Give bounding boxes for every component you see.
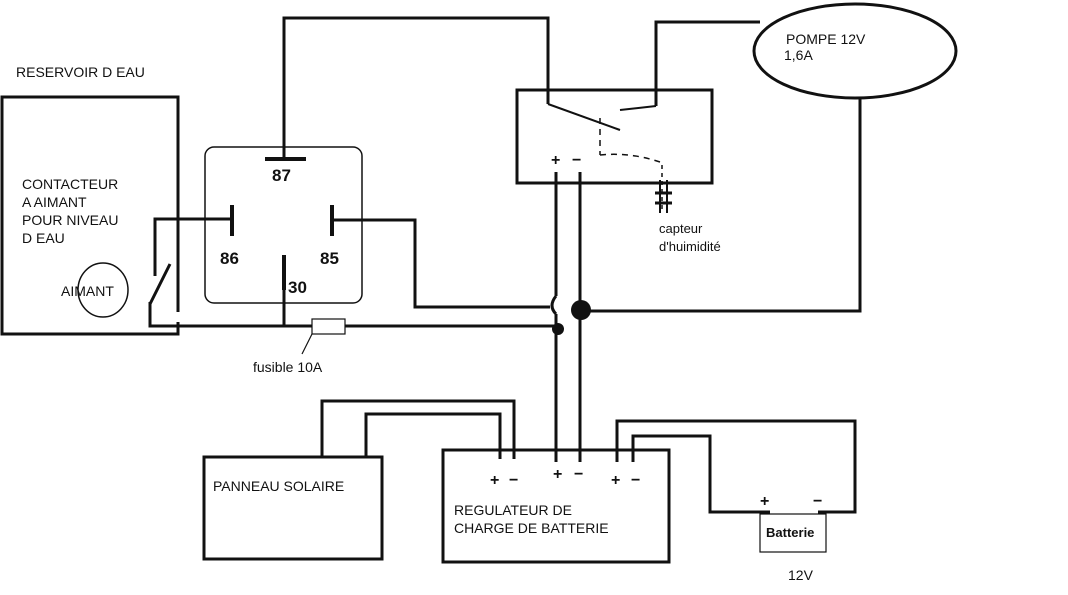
regulator-battery-minus: − <box>631 472 640 489</box>
bus-junctions <box>552 300 591 335</box>
pump-label-1: POMPE 12V <box>786 31 866 47</box>
contactor-label-3: POUR NIVEAU <box>22 212 118 228</box>
battery-minus-sign: − <box>813 493 822 510</box>
solar-panel <box>202 455 384 561</box>
reservoir-label: RESERVOIR D EAU <box>16 64 145 80</box>
relay-pin-87: 87 <box>272 166 291 185</box>
wire-85-to-bus <box>332 218 550 309</box>
switch-plus-sign: + <box>551 152 560 169</box>
fuse-10a <box>301 318 346 355</box>
relay-pin-30: 30 <box>288 278 307 297</box>
battery <box>759 513 827 553</box>
regulator-label-2: CHARGE DE BATTERIE <box>454 520 609 536</box>
switch-contact <box>547 103 663 210</box>
contactor-label-4: D EAU <box>22 230 65 246</box>
magnet-label: AIMANT <box>61 283 114 299</box>
sensor-label-1: capteur <box>659 221 703 236</box>
reed-switch <box>148 217 285 328</box>
contactor-label-1: CONTACTEUR <box>22 176 118 192</box>
relay-pin-86: 86 <box>220 249 239 268</box>
regulator-load-plus: + <box>553 466 562 483</box>
battery-plus-sign: + <box>760 493 769 510</box>
regulator-solar-plus: + <box>490 472 499 489</box>
pump-label-2: 1,6A <box>784 47 813 63</box>
wire-regulator-to-battery <box>615 419 857 514</box>
battery-voltage-label: 12V <box>788 567 814 583</box>
sensor-label-2: d'huimidité <box>659 239 721 254</box>
regulator-battery-plus: + <box>611 472 620 489</box>
contactor-label-2: A AIMANT <box>22 194 87 210</box>
wire-solar-to-regulator <box>320 399 516 459</box>
battery-label: Batterie <box>766 525 814 540</box>
magnet <box>77 262 129 318</box>
water-reservoir <box>0 95 180 336</box>
regulator-load-minus: − <box>574 466 583 483</box>
wire-switch-to-pump <box>654 20 760 106</box>
wire-pump-return <box>583 98 862 313</box>
pump <box>752 2 958 100</box>
wire-87-to-switch <box>282 16 550 157</box>
solar-panel-label: PANNEAU SOLAIRE <box>213 478 344 494</box>
regulator-solar-minus: − <box>509 472 518 489</box>
regulator-label-1: REGULATEUR DE <box>454 502 572 518</box>
relay-pin-85: 85 <box>320 249 339 268</box>
charge-regulator <box>441 448 671 564</box>
switch-minus-sign: − <box>572 152 581 169</box>
switch-box <box>515 88 714 185</box>
fuse-label: fusible 10A <box>253 359 323 375</box>
moisture-sensor-probe <box>655 180 672 213</box>
